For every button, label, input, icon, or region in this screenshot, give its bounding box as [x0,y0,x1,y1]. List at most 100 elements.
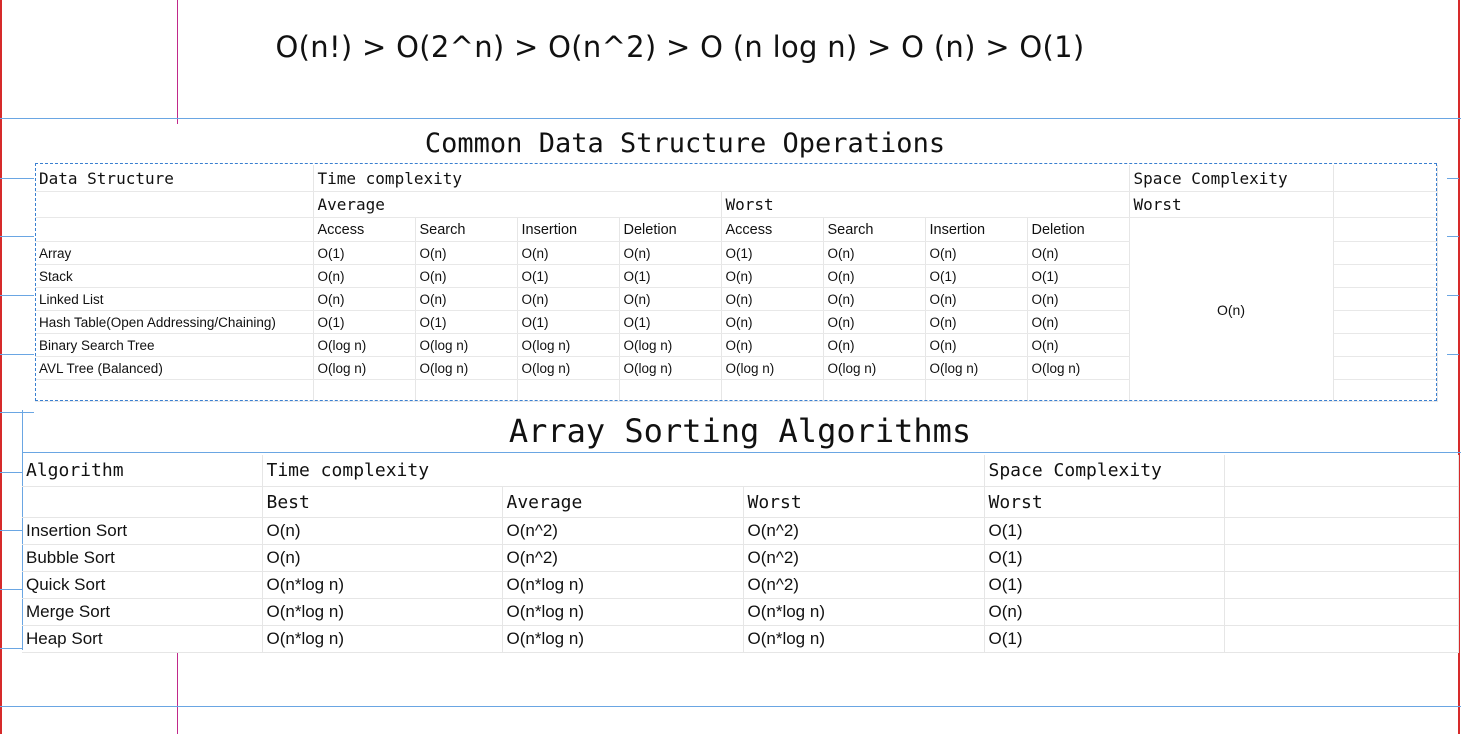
right-margin-line [1458,0,1460,734]
rule-tick [1447,354,1459,355]
cell: O(n) [619,241,722,265]
cell: O(1) [619,310,722,334]
rule-tick [0,472,22,473]
header-average: Average [502,486,744,518]
cell: O(1) [313,310,416,334]
rule-tick [1447,178,1459,179]
cell: O(n) [517,287,620,311]
cell: O(n) [1027,310,1130,334]
margin-marker-top [177,0,178,124]
cell: O(n) [984,598,1225,626]
cell: O(n) [925,241,1028,265]
table-row: Merge Sort O(n*log n) O(n*log n) O(n*log… [22,598,1459,626]
cell: O(log n) [721,356,824,380]
table-row: Heap Sort O(n*log n) O(n*log n) O(n*log … [22,625,1459,653]
header-space-worst: Worst [984,486,1225,518]
row-label: Hash Table(Open Addressing/Chaining) [35,310,314,334]
op-header: Search [823,217,926,242]
header-data-structure: Data Structure [35,165,314,192]
cell: O(n) [619,287,722,311]
rule-tick [0,236,34,237]
cell: O(1) [415,310,518,334]
cell: O(log n) [1027,356,1130,380]
cell: O(1) [984,625,1225,653]
table-row: AVL Tree (Balanced) O(log n) O(log n) O(… [35,356,1438,380]
row-label: Array [35,241,314,265]
row-label: Binary Search Tree [35,333,314,357]
op-header: Access [721,217,824,242]
cell: O(n) [313,287,416,311]
cell: O(n*log n) [262,598,503,626]
cell: O(log n) [925,356,1028,380]
rule-tick [1447,236,1459,237]
cell: O(1) [721,241,824,265]
row-label: Stack [35,264,314,288]
table-row: Linked List O(n) O(n) O(n) O(n) O(n) O(n… [35,287,1438,311]
rule-line [22,452,1461,453]
rule-tick [0,412,34,413]
rule-tick [0,530,22,531]
data-structure-operations-table: Data Structure Time complexity Space Com… [35,165,1438,402]
cell: O(n) [823,310,926,334]
rule-tick [0,295,34,296]
header-algorithm: Algorithm [22,455,263,487]
row-label: Insertion Sort [22,517,263,545]
rule-tick [0,178,34,179]
op-header: Insertion [925,217,1028,242]
cell: O(n) [925,333,1028,357]
rule-line [0,118,1461,119]
cell: O(n) [721,287,824,311]
cell: O(log n) [619,356,722,380]
row-label: Quick Sort [22,571,263,599]
cell: O(n) [517,241,620,265]
cell: O(1) [1027,264,1130,288]
cell: O(n) [313,264,416,288]
cell: O(1) [925,264,1028,288]
header-worst: Worst [721,191,1130,218]
header-best: Best [262,486,503,518]
cell: O(log n) [313,356,416,380]
row-label: Bubble Sort [22,544,263,572]
row-label: AVL Tree (Balanced) [35,356,314,380]
cell: O(n) [1027,241,1130,265]
cell: O(n) [1027,333,1130,357]
header-time-complexity: Time complexity [262,455,985,487]
cell: O(n*log n) [502,571,744,599]
cell: O(n^2) [743,517,985,545]
rule-tick [0,648,22,649]
table-row: Quick Sort O(n*log n) O(n*log n) O(n^2) … [22,571,1459,599]
cell: O(n) [925,287,1028,311]
header-space-worst: Worst [1129,191,1334,218]
cell: O(n^2) [502,517,744,545]
cell: O(n) [415,287,518,311]
cell: O(n) [262,517,503,545]
cell: O(n^2) [502,544,744,572]
header-time-complexity: Time complexity [313,165,1130,192]
cell: O(n) [925,310,1028,334]
table-row: Stack O(n) O(n) O(1) O(1) O(n) O(n) O(1)… [35,264,1438,288]
row-label: Heap Sort [22,625,263,653]
cell: O(log n) [415,356,518,380]
cell: O(n) [415,241,518,265]
cell: O(n*log n) [743,625,985,653]
rule-tick [0,354,34,355]
cell: O(log n) [313,333,416,357]
table-row: Bubble Sort O(n) O(n^2) O(n^2) O(1) [22,544,1459,572]
cell: O(n*log n) [262,571,503,599]
cell: O(1) [984,544,1225,572]
cell: O(n) [262,544,503,572]
header-average: Average [313,191,722,218]
op-header: Access [313,217,416,242]
left-margin-line [0,0,2,734]
op-header: Deletion [619,217,722,242]
table-row: Hash Table(Open Addressing/Chaining) O(1… [35,310,1438,334]
cell: O(1) [984,517,1225,545]
cell: O(n) [823,264,926,288]
cell: O(n) [1027,287,1130,311]
cell: O(n) [721,264,824,288]
cell: O(n*log n) [502,625,744,653]
cell: O(n^2) [743,544,985,572]
array-sorting-table: Algorithm Time complexity Space Complexi… [22,455,1459,653]
cell: O(n) [721,333,824,357]
rule-tick [1447,295,1459,296]
